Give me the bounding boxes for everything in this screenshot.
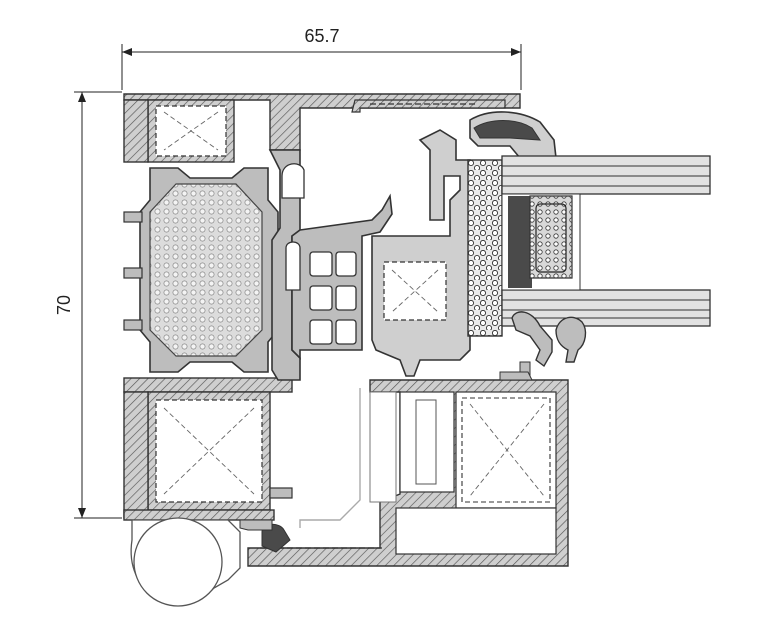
outer-frame-profile — [123, 93, 521, 163]
backer-rod — [130, 517, 241, 607]
honeycomb-insulation-strip — [467, 159, 503, 337]
height-dimension: 70 — [54, 91, 122, 519]
sash-profile — [371, 111, 557, 377]
width-dimension: 65.7 — [121, 26, 522, 90]
central-gasket — [268, 149, 393, 381]
interior-glazing-gasket-left — [511, 311, 553, 368]
drainage-path-outline — [299, 388, 361, 528]
glass-unit — [501, 155, 711, 327]
lower-frame-profile — [123, 377, 293, 521]
thermal-break-core — [123, 167, 279, 373]
interior-glazing-gasket-right — [555, 316, 587, 363]
lower-right-frame-profile — [239, 361, 569, 567]
width-dimension-label: 65.7 — [304, 26, 339, 46]
height-dimension-label: 70 — [54, 295, 74, 315]
